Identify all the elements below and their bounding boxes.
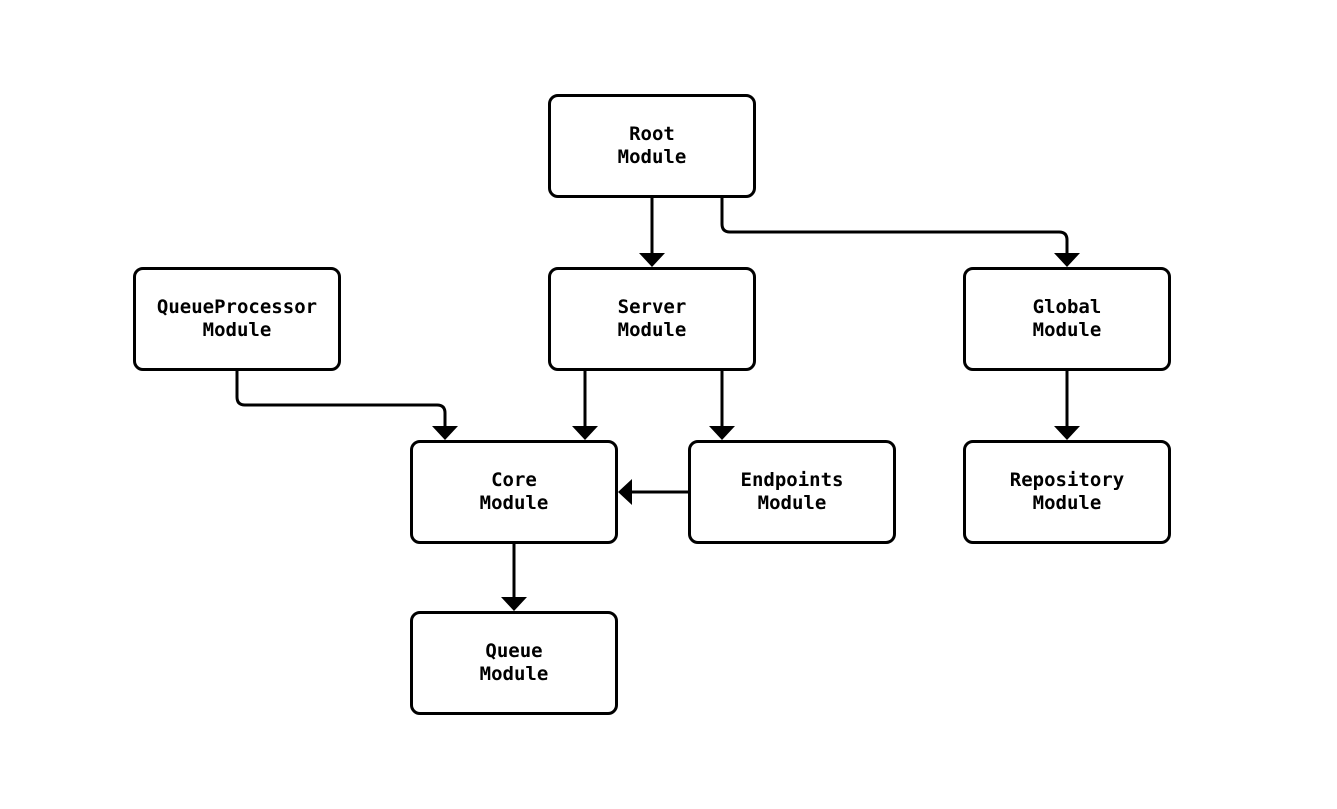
node-core-module: Core Module [410,440,618,544]
arrowhead-queueprocessor-to-core [432,426,458,440]
node-endpoints-module: Endpoints Module [688,440,896,544]
node-queue-module-label-line1: Queue [485,640,543,662]
edge-root-to-server [639,198,665,267]
edge-endpoints-to-core [618,479,688,505]
node-root-module-label-line1: Root [629,123,675,145]
node-root-module: Root Module [548,94,756,198]
arrowhead-core-to-queue [501,597,527,611]
node-queue-module: Queue Module [410,611,618,715]
arrowhead-server-to-endpoints [709,426,735,440]
node-queueprocessor-module-label-line1: QueueProcessor [156,296,318,318]
node-server-module-label-line1: Server [617,296,687,318]
node-root-module-label-line2: Module [617,146,687,168]
arrowhead-root-to-global [1054,253,1080,267]
node-core-module-label-line1: Core [491,469,537,491]
node-queueprocessor-module: QueueProcessor Module [133,267,341,371]
node-endpoints-module-label-line2: Module [757,492,827,514]
arrowhead-server-to-core [572,426,598,440]
arrowhead-global-to-repository [1054,426,1080,440]
node-queueprocessor-module-label-line2: Module [202,319,272,341]
arrowhead-endpoints-to-core [618,479,632,505]
node-repository-module-label-line2: Module [1032,492,1102,514]
edge-global-to-repository [1054,371,1080,440]
node-repository-module-label-line1: Repository [1009,469,1125,491]
node-core-module-label-line2: Module [479,492,549,514]
node-endpoints-module-label-line1: Endpoints [740,469,844,491]
node-global-module-label-line1: Global [1032,296,1102,318]
edge-server-to-endpoints [709,371,735,440]
node-queue-module-label-line2: Module [479,663,549,685]
arrowhead-root-to-server [639,253,665,267]
node-server-module: Server Module [548,267,756,371]
edge-root-to-global [720,198,1080,267]
edge-queueprocessor-to-core [235,371,458,440]
node-repository-module: Repository Module [963,440,1171,544]
edge-server-to-core [572,371,598,440]
node-server-module-label-line2: Module [617,319,687,341]
edge-core-to-queue [501,544,527,611]
node-global-module: Global Module [963,267,1171,371]
node-global-module-label-line2: Module [1032,319,1102,341]
